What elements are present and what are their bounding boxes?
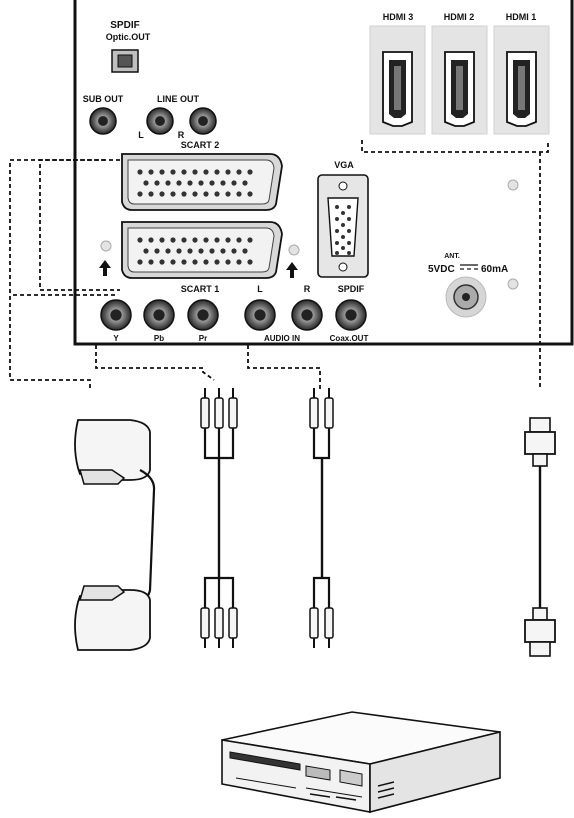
audio-in-label: AUDIO IN — [264, 334, 300, 343]
hdmi1-port — [493, 25, 550, 135]
hdmi3-label: HDMI 3 — [383, 12, 414, 22]
dvd-player-icon — [221, 711, 501, 814]
arrow-up-icon-left — [99, 260, 111, 276]
spdif-optical-label-2: Optic.OUT — [106, 32, 151, 42]
coax-out-label: Coax.OUT — [330, 334, 369, 343]
scart2-label: SCART 2 — [181, 140, 220, 150]
pr-label: Pr — [199, 334, 207, 343]
ant-power-right-label: 60mA — [481, 264, 508, 275]
hdmi-bracket — [361, 140, 549, 153]
audio-l-jack — [244, 299, 276, 331]
hdmi3-port — [369, 25, 426, 135]
indicator-dot-left — [100, 240, 112, 252]
pb-jack — [143, 299, 175, 331]
hdmi1-label: HDMI 1 — [506, 12, 537, 22]
indicator-dot-right-bottom — [507, 278, 519, 290]
pb-label: Pb — [154, 334, 164, 343]
ant-label: ANT. — [444, 253, 460, 260]
arrow-up-icon-mid — [286, 262, 298, 278]
audio-r-jack — [291, 299, 323, 331]
audio-rca-cable-icon — [309, 388, 334, 648]
pr-jack — [187, 299, 219, 331]
hdmi2-label: HDMI 2 — [444, 12, 475, 22]
line-out-l-label: L — [138, 130, 144, 140]
dc-symbol-icon — [460, 264, 478, 270]
scart1-port: SCART 1 — [121, 221, 283, 294]
line-out-l-jack — [146, 107, 174, 135]
vga-label: VGA — [334, 160, 354, 170]
component-bracket — [95, 345, 215, 381]
line-out-r-label: R — [178, 130, 185, 140]
hdmi-ports: HDMI 3 HDMI 2 HDMI 1 — [369, 12, 550, 135]
spdif-coax-label: SPDIF — [338, 284, 365, 294]
indicator-dot-mid — [288, 244, 300, 256]
spdif-optical-label-1: SPDIF — [110, 20, 139, 31]
line-out-r-jack — [189, 107, 217, 135]
audio-input-jacks: L R AUDIO IN — [244, 284, 323, 343]
hdmi-cable-icon — [524, 417, 556, 657]
scart-cable-icon — [74, 419, 156, 651]
y-label: Y — [113, 334, 119, 343]
spdif-coax-port: SPDIF Coax.OUT — [330, 284, 369, 343]
sub-out-line-out-group: SUB OUT LINE OUT L R — [83, 94, 217, 140]
audio-l-label: L — [257, 284, 263, 294]
y-jack — [100, 299, 132, 331]
hdmi2-port — [431, 25, 488, 135]
sub-out-label: SUB OUT — [83, 94, 124, 104]
connection-guides — [9, 140, 549, 390]
scart-to-cable-line — [9, 159, 105, 390]
component-input-jacks: Y Pb Pr — [100, 299, 219, 343]
ant-power-left-label: 5VDC — [428, 264, 455, 275]
component-rca-cable-icon — [200, 388, 238, 648]
vga-port: VGA — [317, 160, 369, 278]
audio-r-label: R — [304, 284, 311, 294]
antenna-port: ANT. 5VDC 60mA — [428, 253, 508, 318]
audio-bracket — [247, 345, 321, 390]
scart2-port: SCART 2 — [121, 140, 283, 211]
scart1-label: SCART 1 — [181, 284, 220, 294]
coax-jack — [335, 299, 367, 331]
spdif-optical-port: SPDIF Optic.OUT — [106, 20, 151, 73]
line-out-label: LINE OUT — [157, 94, 200, 104]
sub-out-jack — [89, 107, 117, 135]
indicator-dot-right-top — [507, 179, 519, 191]
